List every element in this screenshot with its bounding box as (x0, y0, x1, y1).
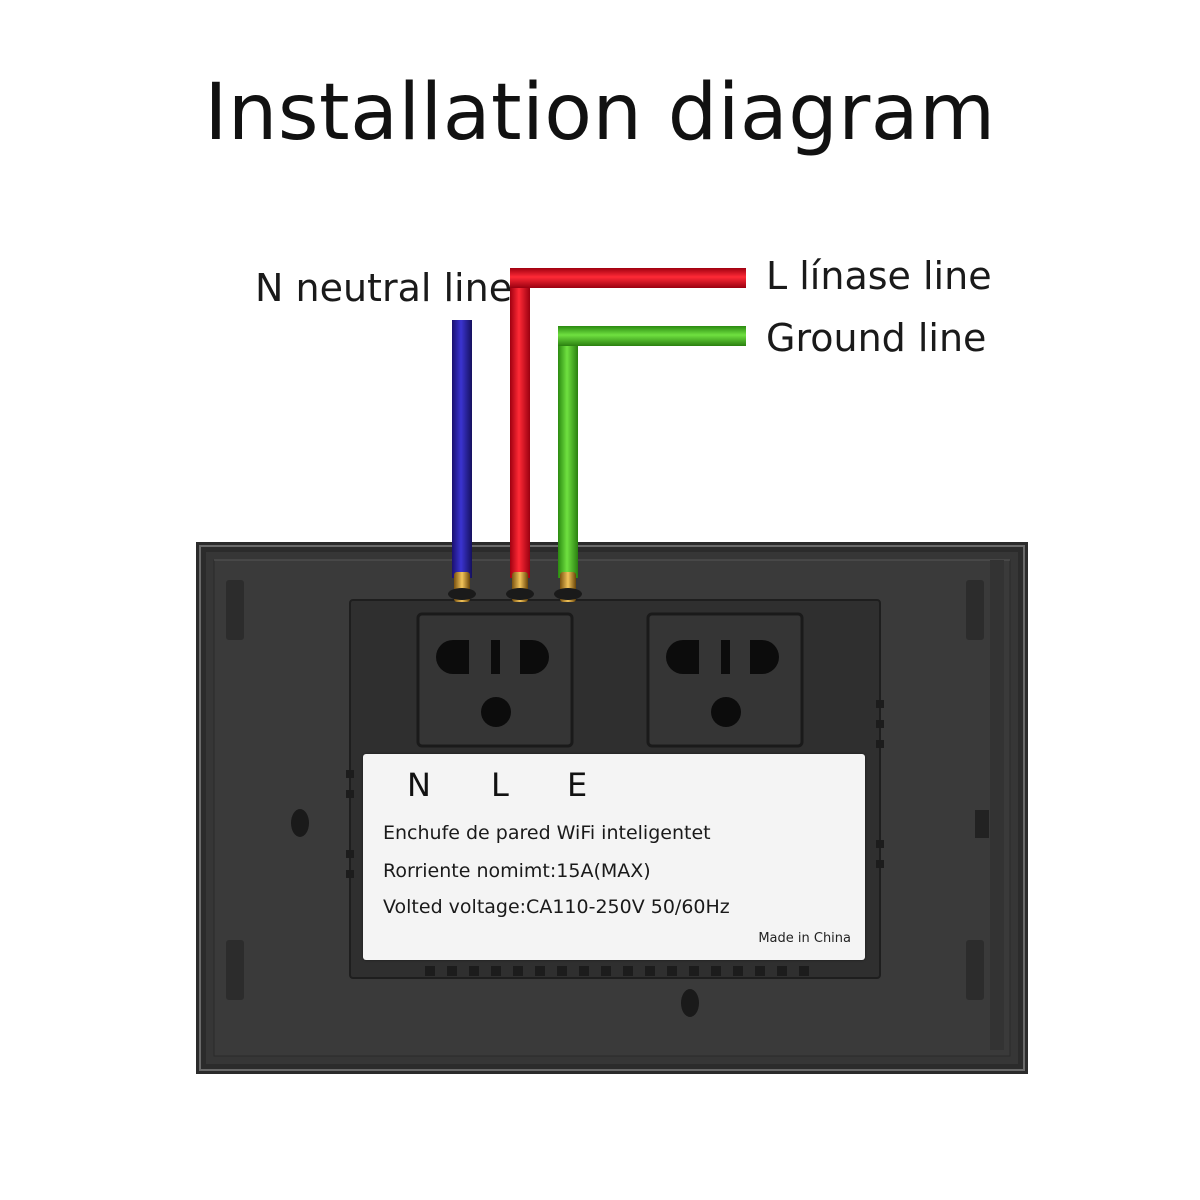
neutral-wire (452, 320, 472, 578)
terminal-screws (448, 572, 582, 602)
spec-voltage: Volted voltage:CA110-250V 50/60Hz (383, 896, 730, 918)
terminal-e-label: E (567, 766, 588, 804)
origin-text: Made in China (758, 931, 851, 946)
terminal-l-label: L (491, 766, 509, 804)
terminal-n-label: N (407, 766, 431, 804)
ground-wire (558, 326, 746, 578)
phase-line-label: L línase line (766, 254, 992, 298)
spec-label: N L E Enchufe de pared WiFi inteligentet… (363, 754, 865, 960)
phase-wire (510, 268, 746, 578)
outlet-right (646, 612, 804, 748)
diagram-title: Installation diagram (204, 68, 996, 158)
spec-current: Rorriente nomimt:15A(MAX) (383, 860, 651, 882)
neutral-line-label: N neutral line (255, 266, 513, 310)
spec-product-name: Enchufe de pared WiFi inteligentet (383, 822, 711, 844)
outlet-left (416, 612, 574, 748)
ground-line-label: Ground line (766, 316, 987, 360)
